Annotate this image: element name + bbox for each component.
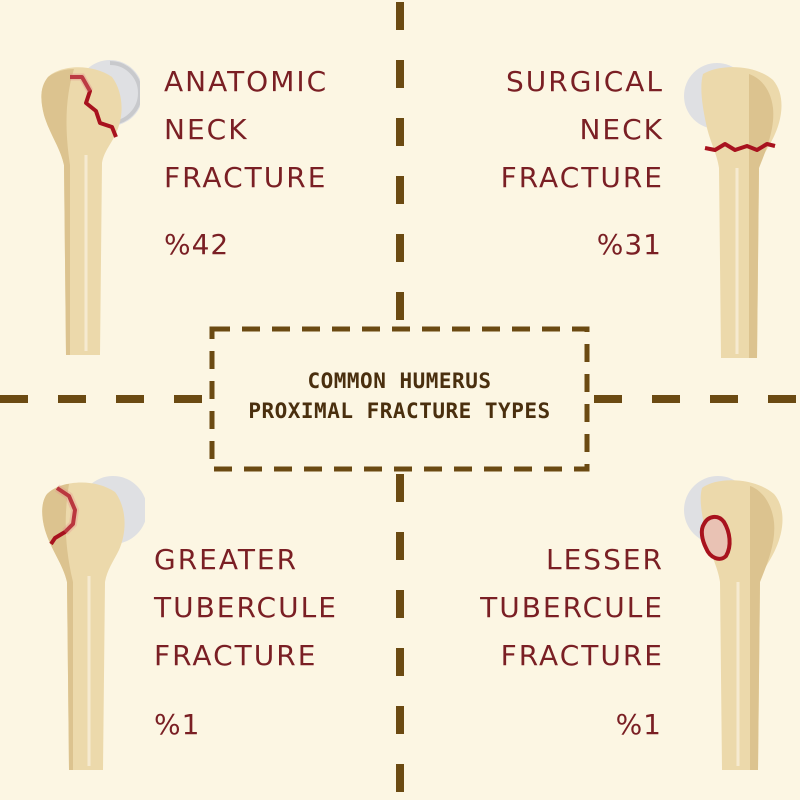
anatomic-neck-label: ANATOMIC NECK FRACTURE	[164, 58, 328, 202]
lesser-tubercule-label-line-1: LESSER	[546, 543, 664, 576]
lesser-tubercule-percent: %1	[615, 708, 662, 741]
humerus-surgical-neck-icon	[684, 63, 782, 358]
greater-tubercule-label-line-3: FRACTURE	[154, 639, 318, 672]
lesser-tubercule-label-line-3: FRACTURE	[500, 639, 664, 672]
lesser-tubercule-label-line-2: TUBERCULE	[480, 591, 664, 624]
greater-tubercule-label: GREATER TUBERCULE FRACTURE	[154, 536, 338, 680]
surgical-neck-label-line-1: SURGICAL	[506, 65, 664, 98]
title-line-2: PROXIMAL FRACTURE TYPES	[248, 399, 551, 423]
greater-tubercule-label-line-1: GREATER	[154, 543, 299, 576]
humerus-greater-tubercule-icon	[42, 476, 145, 770]
anatomic-neck-label-line-3: FRACTURE	[164, 161, 328, 194]
humerus-anatomic-neck-icon	[41, 60, 140, 355]
anatomic-neck-label-line-1: ANATOMIC	[164, 65, 329, 98]
title-box: COMMON HUMERUS PROXIMAL FRACTURE TYPES	[209, 326, 590, 472]
surgical-neck-percent: %31	[596, 228, 662, 261]
surgical-neck-label: SURGICAL NECK FRACTURE	[501, 58, 664, 202]
title-line-1: COMMON HUMERUS	[307, 369, 492, 393]
anatomic-neck-percent: %42	[164, 228, 230, 261]
humerus-lesser-tubercule-icon	[684, 476, 783, 770]
surgical-neck-label-line-2: NECK	[579, 113, 664, 146]
title: COMMON HUMERUS PROXIMAL FRACTURE TYPES	[209, 366, 590, 426]
greater-tubercule-percent: %1	[154, 708, 201, 741]
lesser-tubercule-label: LESSER TUBERCULE FRACTURE	[480, 536, 664, 680]
surgical-neck-label-line-3: FRACTURE	[500, 161, 664, 194]
anatomic-neck-label-line-2: NECK	[164, 113, 249, 146]
greater-tubercule-label-line-2: TUBERCULE	[154, 591, 338, 624]
